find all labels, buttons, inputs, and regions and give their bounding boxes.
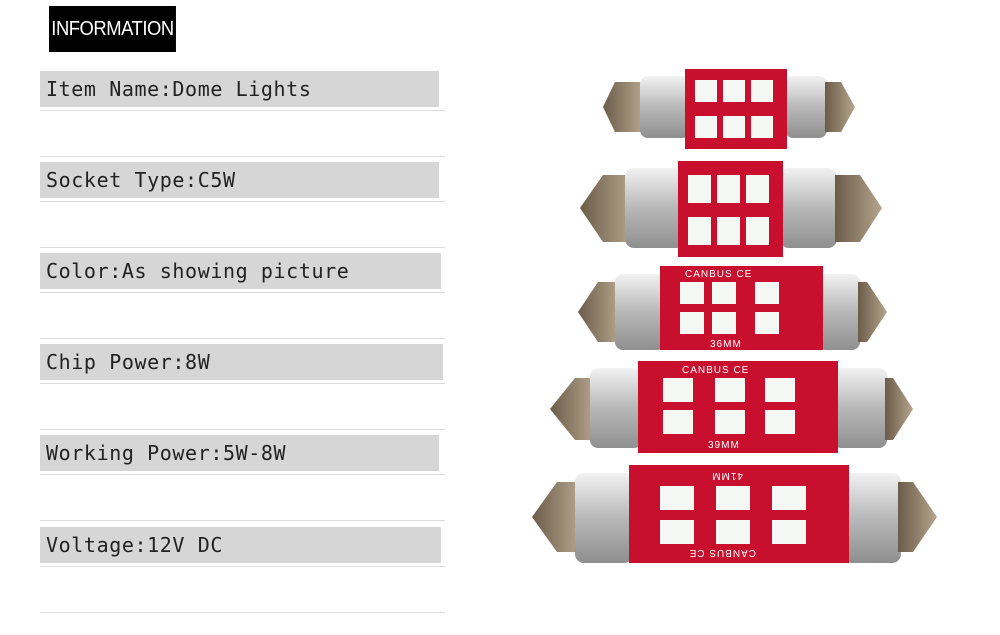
spec-item-name: Item Name:Dome Lights — [40, 71, 439, 107]
divider — [40, 156, 445, 157]
bulb-39mm: CANBUS CE 39MM — [550, 361, 913, 453]
bulb-label-canbus: CANBUS CE — [685, 269, 752, 280]
divider — [40, 429, 445, 430]
divider — [40, 612, 445, 613]
divider — [40, 474, 445, 475]
bulb-label-39mm: 39MM — [708, 440, 740, 451]
divider — [40, 566, 445, 567]
divider — [40, 247, 445, 248]
information-title: INFORMATION — [51, 17, 174, 40]
bulb-36mm: CANBUS CE 36MM — [578, 266, 887, 350]
bulb-label-41mm: 41MM — [711, 470, 743, 481]
spec-color: Color:As showing picture — [40, 253, 441, 289]
bulb-label-36mm: 36MM — [710, 339, 742, 350]
bulb-label-canbus: CANBUS CE — [682, 365, 749, 376]
bulb-label-canbus: CANBUS CE — [689, 547, 756, 558]
divider — [40, 110, 445, 111]
divider — [40, 292, 445, 293]
bulb-31mm — [603, 69, 855, 149]
divider — [40, 520, 445, 521]
divider — [40, 201, 445, 202]
spec-socket-type: Socket Type:C5W — [40, 162, 439, 198]
spec-voltage: Voltage:12V DC — [40, 527, 441, 563]
spec-working-power: Working Power:5W-8W — [40, 435, 439, 471]
bulb-29mm — [580, 161, 882, 257]
divider — [40, 338, 445, 339]
information-header: INFORMATION — [49, 6, 176, 52]
bulb-41mm: 41MM CANBUS CE — [532, 465, 937, 563]
dome-light-bulbs-image: CANBUS CE 36MM CANBUS CE 39MM 41MM — [532, 69, 937, 563]
spec-chip-power: Chip Power:8W — [40, 344, 443, 380]
divider — [40, 383, 445, 384]
